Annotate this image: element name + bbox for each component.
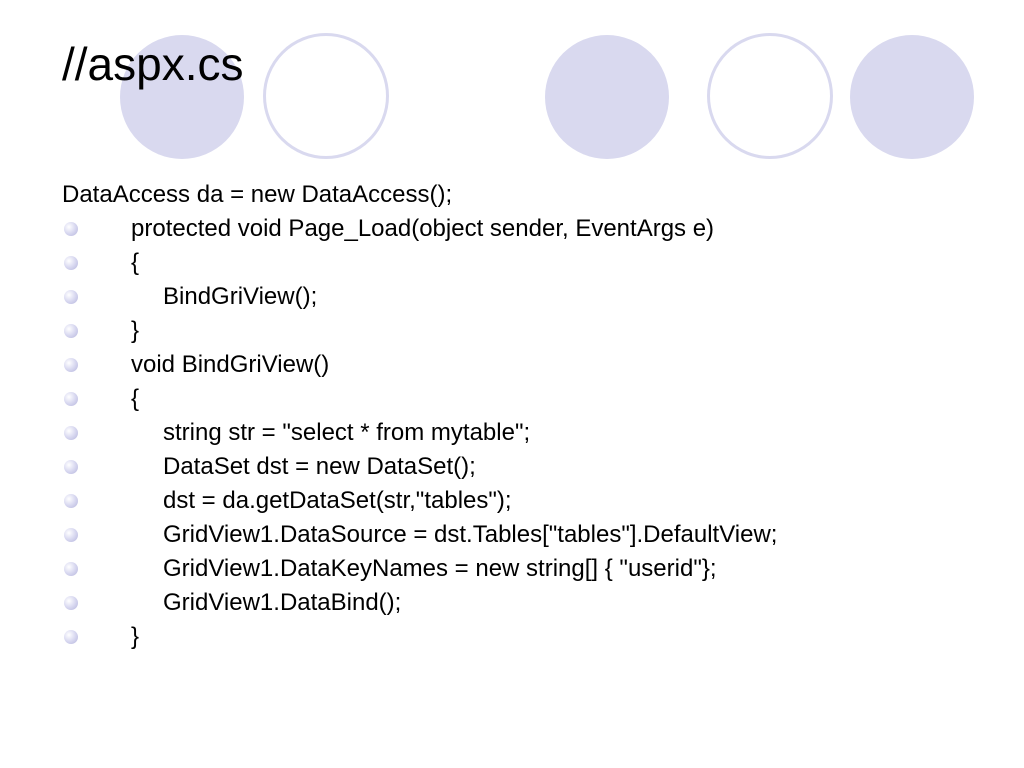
bullet-icon [64,222,78,236]
decorative-circle-5 [850,35,974,159]
bullet-icon [64,256,78,270]
bullet-icon [64,528,78,542]
code-line-text: void BindGriView() [131,351,330,378]
code-line-text: DataSet dst = new DataSet(); [163,453,476,480]
code-line-text: GridView1.DataKeyNames = new string[] { … [163,555,717,582]
intro-code-line: DataAccess da = new DataAccess(); [62,181,453,208]
slide-title: //aspx.cs [62,38,244,90]
code-line-text: dst = da.getDataSet(str,"tables"); [163,487,512,514]
code-line-text: GridView1.DataBind(); [163,589,402,616]
code-line-text: { [131,385,140,412]
code-line-text: protected void Page_Load(object sender, … [131,215,715,242]
bullet-icon [64,630,78,644]
decorative-circle-1 [120,35,244,159]
bullet-icon [64,460,78,474]
decorative-circle-2 [263,33,389,159]
code-line-text: BindGriView(); [163,283,318,310]
decorative-circle-3 [545,35,669,159]
code-line-text: string str = "select * from mytable"; [163,419,531,446]
bullet-icon [64,494,78,508]
bullet-icon [64,358,78,372]
bullet-icon [64,426,78,440]
bullet-icon [64,596,78,610]
code-line-text: { [131,249,140,276]
bullet-icon [64,562,78,576]
code-line-text: } [131,317,140,344]
bullet-icon [64,324,78,338]
bullet-icon [64,392,78,406]
code-line-text: GridView1.DataSource = dst.Tables["table… [163,521,778,548]
decorative-circle-4 [707,33,833,159]
code-line-text: } [131,623,140,650]
bullet-icon [64,290,78,304]
